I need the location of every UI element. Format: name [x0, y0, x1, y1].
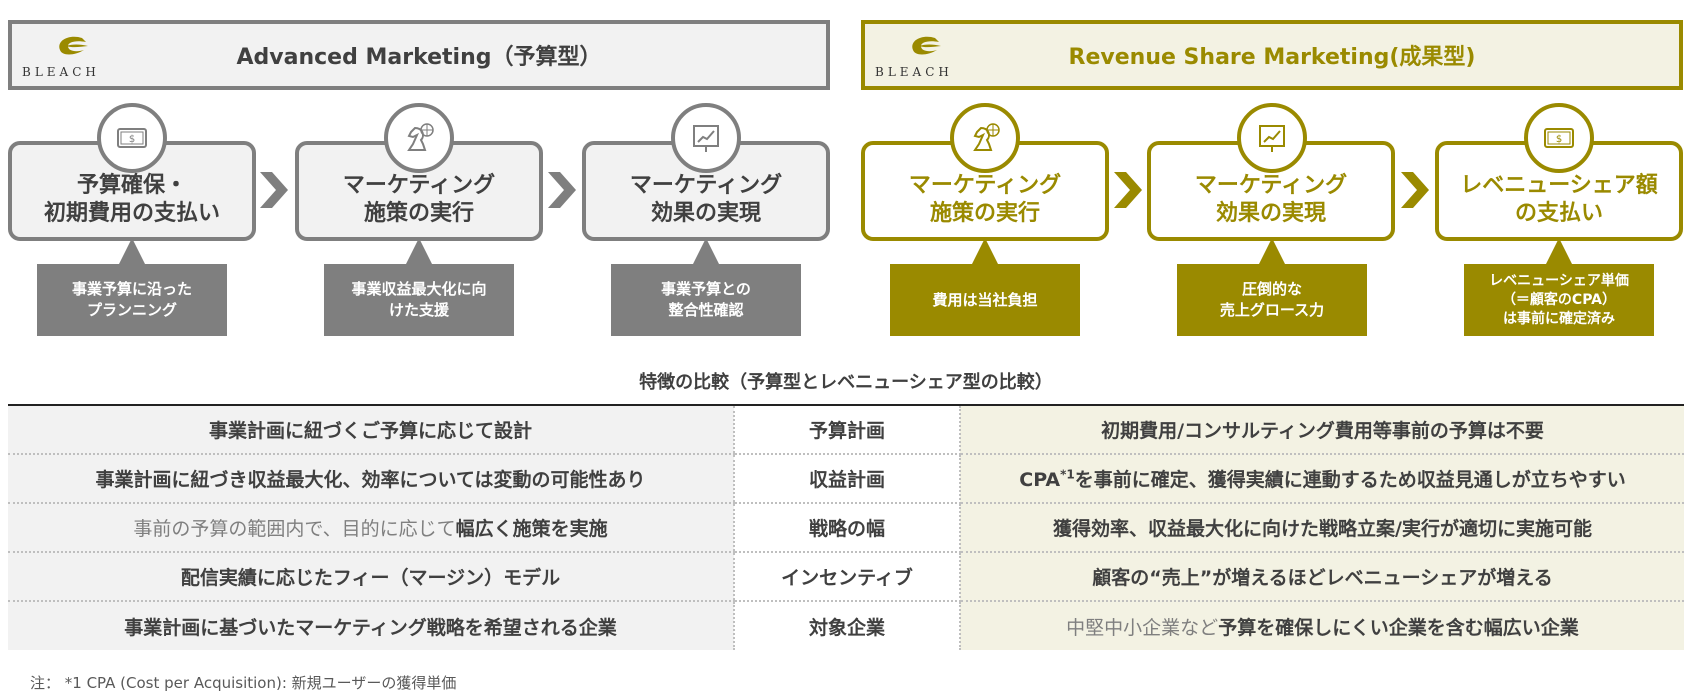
- bleach-logo-mark-icon: [59, 36, 88, 55]
- table-row: 事業計画に紐づき収益最大化、効率については変動の可能性あり 収益計画 CPA*1…: [8, 454, 1684, 504]
- comparison-title: 特徴の比較（予算型とレベニューシェア型の比較）: [639, 372, 1053, 393]
- chart-board-icon: [1237, 103, 1307, 173]
- feature-cell: 対象企業: [733, 601, 961, 650]
- bleach-logo-text: BLEACH: [875, 65, 953, 79]
- table-row: 事業計画に基づいたマーケティング戦略を希望される企業 対象企業 中堅中小企業など…: [8, 601, 1684, 650]
- right-note-2: 圧倒的な 売上グロース力: [1177, 264, 1367, 336]
- money-icon: $: [1524, 103, 1594, 173]
- table-row: 事前の予算の範囲内で、目的に応じて幅広く施策を実施 戦略の幅 獲得効率、収益最大…: [8, 503, 1684, 553]
- svg-text:$: $: [129, 134, 135, 145]
- feature-cell: 収益計画: [733, 454, 961, 504]
- table-row: 配信実績に応じたフィー（マージン）モデル インセンティブ 顧客の“売上”が増える…: [8, 552, 1684, 602]
- chevron-right-icon: [548, 172, 576, 208]
- pointer-arrow: [1259, 238, 1285, 264]
- revenue-share-cell: 獲得効率、収益最大化に向けた戦略立案/実行が適切に実施可能: [960, 503, 1684, 553]
- revenue-share-cell: 初期費用/コンサルティング費用等事前の予算は不要: [960, 405, 1684, 455]
- bleach-logo: BLEACH: [875, 30, 975, 84]
- bleach-logo-mark-icon: [912, 36, 941, 55]
- chevron-right-icon: [1401, 172, 1429, 208]
- advanced-cell: 配信実績に応じたフィー（マージン）モデル: [8, 552, 734, 602]
- bleach-logo: BLEACH: [22, 30, 122, 84]
- revenue-share-cell: 顧客の“売上”が増えるほどレベニューシェアが増える: [960, 552, 1684, 602]
- left-note-1: 事業予算に沿った プランニング: [37, 264, 227, 336]
- advanced-marketing-header: BLEACH Advanced Marketing（予算型）: [8, 20, 830, 90]
- advanced-cell: 事業計画に紐づくご予算に応じて設計: [8, 405, 734, 455]
- feature-cell: 予算計画: [733, 405, 961, 455]
- comparison-table: 事業計画に紐づくご予算に応じて設計 予算計画 初期費用/コンサルティング費用等事…: [8, 404, 1684, 650]
- svg-text:$: $: [1556, 134, 1562, 145]
- left-note-2: 事業収益最大化に向 けた支援: [324, 264, 514, 336]
- pointer-arrow: [1546, 238, 1572, 264]
- revenue-share-cell: 中堅中小企業など予算を確保しにくい企業を含む幅広い企業: [960, 601, 1684, 650]
- bleach-logo-text: BLEACH: [22, 65, 100, 79]
- right-note-3: レベニューシェア単価 （＝顧客のCPA） は事前に確定済み: [1464, 264, 1654, 336]
- chevron-right-icon: [260, 172, 288, 208]
- advanced-marketing-title: Advanced Marketing（予算型）: [236, 45, 602, 70]
- revenue-share-header: BLEACH Revenue Share Marketing(成果型): [861, 20, 1683, 90]
- pointer-arrow: [972, 238, 998, 264]
- chess-knight-globe-icon: [384, 103, 454, 173]
- footnote: 注： *1 CPA (Cost per Acquisition): 新規ユーザー…: [30, 674, 457, 692]
- pointer-arrow: [693, 238, 719, 264]
- revenue-share-cell: CPA*1を事前に確定、獲得実績に連動するため収益見通しが立ちやすい: [960, 454, 1684, 504]
- advanced-cell: 事前の予算の範囲内で、目的に応じて幅広く施策を実施: [8, 503, 734, 553]
- chart-board-icon: [671, 103, 741, 173]
- pointer-arrow: [119, 238, 145, 264]
- chevron-right-icon: [1114, 172, 1142, 208]
- revenue-share-title: Revenue Share Marketing(成果型): [1068, 45, 1476, 70]
- left-note-3: 事業予算との 整合性確認: [611, 264, 801, 336]
- advanced-cell: 事業計画に基づいたマーケティング戦略を希望される企業: [8, 601, 734, 650]
- feature-cell: インセンティブ: [733, 552, 961, 602]
- pointer-arrow: [406, 238, 432, 264]
- money-icon: $: [97, 103, 167, 173]
- chess-knight-globe-icon: [950, 103, 1020, 173]
- table-row: 事業計画に紐づくご予算に応じて設計 予算計画 初期費用/コンサルティング費用等事…: [8, 405, 1684, 455]
- advanced-cell: 事業計画に紐づき収益最大化、効率については変動の可能性あり: [8, 454, 734, 504]
- right-note-1: 費用は当社負担: [890, 264, 1080, 336]
- feature-cell: 戦略の幅: [733, 503, 961, 553]
